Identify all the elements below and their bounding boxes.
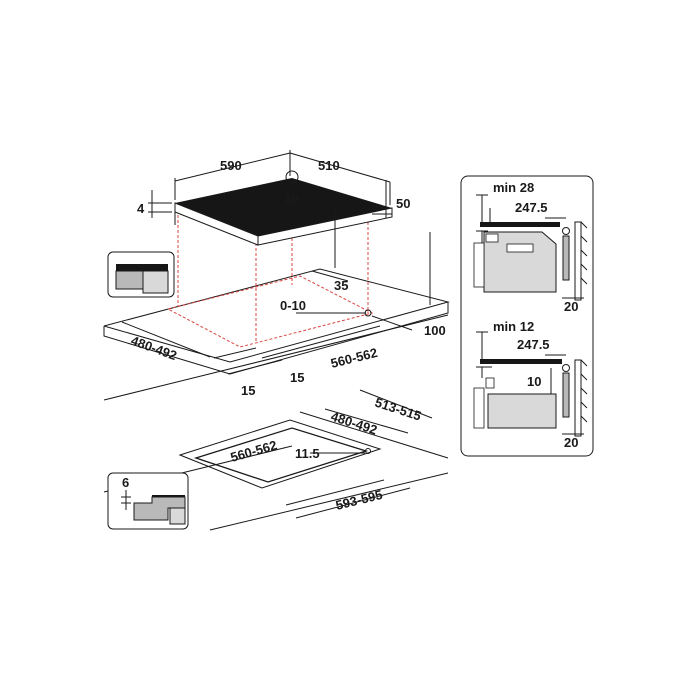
dim-height: 50 [396, 196, 410, 211]
dim-center-ref: 10 [284, 191, 298, 206]
dim-offset-back: 35 [334, 278, 348, 293]
countertop-lower [103, 389, 449, 531]
min-height-label: min 28 [493, 180, 534, 195]
dim-outer-depth: 513-515 [373, 395, 423, 424]
cutout-outline-upper [166, 205, 374, 348]
dim-tolerance: 0-10 [280, 298, 306, 313]
wall-gap-bottom: 20 [564, 435, 578, 450]
hob-glass-top [175, 178, 392, 236]
section-top [473, 194, 588, 301]
dim-rebate-depth: 6 [122, 475, 129, 490]
dim-wall-clearance: 100 [424, 323, 446, 338]
gap-label-bottom: 10 [527, 374, 541, 389]
dim-flush-cutout-depth: 480-492 [329, 409, 379, 438]
inset-flush-profile [107, 472, 189, 530]
section-bottom [473, 331, 588, 437]
min-height-label-bottom: min 12 [493, 319, 534, 334]
countertop-upper [103, 232, 450, 401]
dim-depth: 510 [318, 158, 340, 173]
dim-flush-cutout-width: 560-562 [229, 437, 279, 465]
dim-corner-radius: 11.5 [295, 446, 320, 461]
dim-cutout-width: 560-562 [329, 345, 379, 371]
dim-margin-left: 15 [241, 383, 255, 398]
hob-body [174, 178, 393, 268]
dimension-lines-top [121, 150, 413, 375]
offset-label-bottom: 247.5 [517, 337, 550, 352]
dim-margin-right: 15 [290, 370, 304, 385]
inset-topmount-profile [107, 251, 175, 298]
offset-label-top: 247.5 [515, 200, 548, 215]
wall-gap-top: 20 [564, 299, 578, 314]
dim-width: 590 [220, 158, 242, 173]
center-mark [285, 170, 299, 184]
dim-glass-thickness: 4 [137, 201, 145, 216]
dim-cutout-depth: 480-492 [129, 333, 179, 363]
